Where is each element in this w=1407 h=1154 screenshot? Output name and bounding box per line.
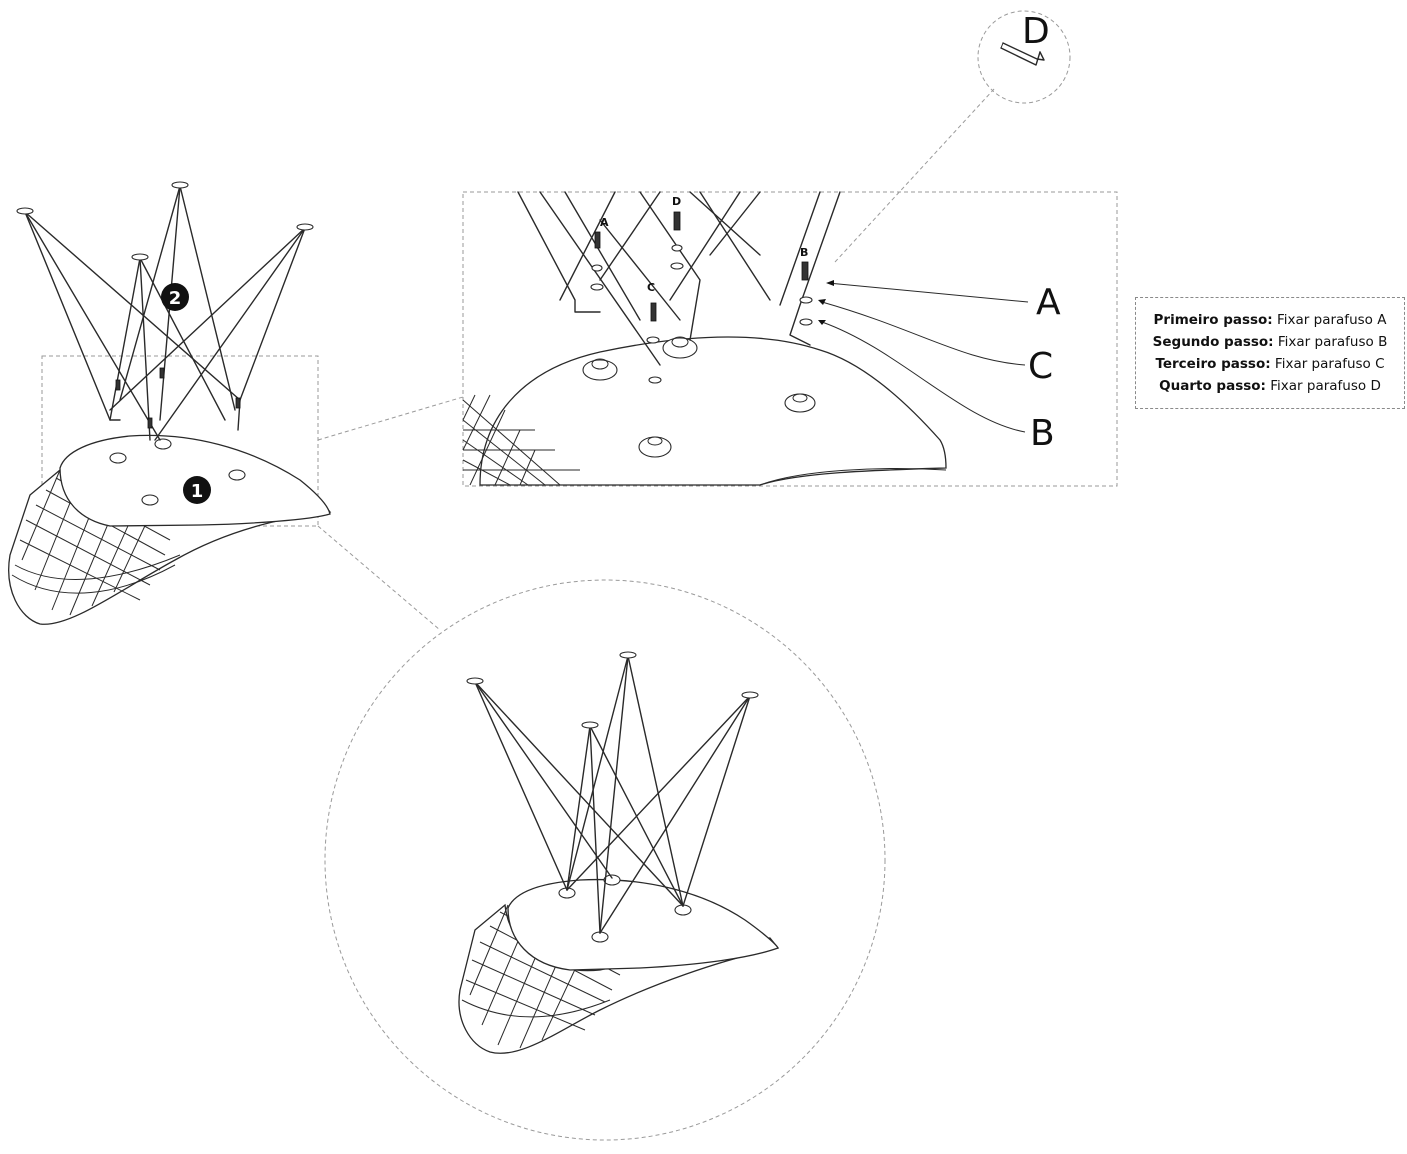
step-badge-1: 1 bbox=[183, 476, 211, 504]
step-text: Fixar parafuso D bbox=[1265, 378, 1381, 394]
step-row: Terceiro passo: Fixar parafuso C bbox=[1155, 353, 1384, 375]
assembly-steps-legend: Primeiro passo: Fixar parafuso A Segundo… bbox=[1135, 297, 1405, 409]
detail-nut bbox=[662, 336, 698, 359]
detail-nut bbox=[638, 436, 672, 458]
step-row: Quarto passo: Fixar parafuso D bbox=[1159, 375, 1381, 397]
detail-frame bbox=[462, 191, 1118, 487]
step-title: Segundo passo: bbox=[1152, 334, 1274, 350]
step-badge-2: 2 bbox=[161, 283, 189, 311]
callout-c: C bbox=[1028, 346, 1053, 387]
connector-to-result bbox=[317, 525, 441, 631]
result-circle bbox=[324, 579, 886, 1141]
step-text: Fixar parafuso A bbox=[1272, 312, 1387, 328]
step-row: Segundo passo: Fixar parafuso B bbox=[1153, 331, 1388, 353]
svg-text:2: 2 bbox=[169, 288, 182, 309]
hex-key-icon bbox=[1000, 42, 1045, 66]
step-text: Fixar parafuso B bbox=[1273, 334, 1388, 350]
step-title: Terceiro passo: bbox=[1155, 356, 1271, 372]
detail-label-c: C bbox=[647, 281, 655, 294]
detail-label-a: A bbox=[600, 216, 609, 229]
detail-view: A D C B bbox=[462, 191, 947, 486]
detail-nut bbox=[582, 358, 618, 381]
result-chair bbox=[458, 651, 780, 1054]
svg-text:1: 1 bbox=[191, 481, 204, 502]
callout-b: B bbox=[1030, 413, 1055, 454]
step-title: Primeiro passo: bbox=[1153, 312, 1273, 328]
detail-nut bbox=[784, 393, 816, 413]
overview-chair bbox=[8, 181, 332, 625]
tool-circle bbox=[977, 10, 1071, 104]
callout-a: A bbox=[1036, 282, 1061, 323]
connector-to-detail bbox=[317, 396, 464, 441]
detail-label-d: D bbox=[672, 195, 681, 208]
tool-label-d: D bbox=[1022, 11, 1050, 52]
step-row: Primeiro passo: Fixar parafuso A bbox=[1154, 309, 1387, 331]
step-title: Quarto passo: bbox=[1159, 378, 1266, 394]
connector-to-tool bbox=[834, 87, 996, 263]
detail-label-b: B bbox=[800, 246, 808, 259]
leader-lines bbox=[818, 280, 1029, 433]
step-text: Fixar parafuso C bbox=[1270, 356, 1385, 372]
